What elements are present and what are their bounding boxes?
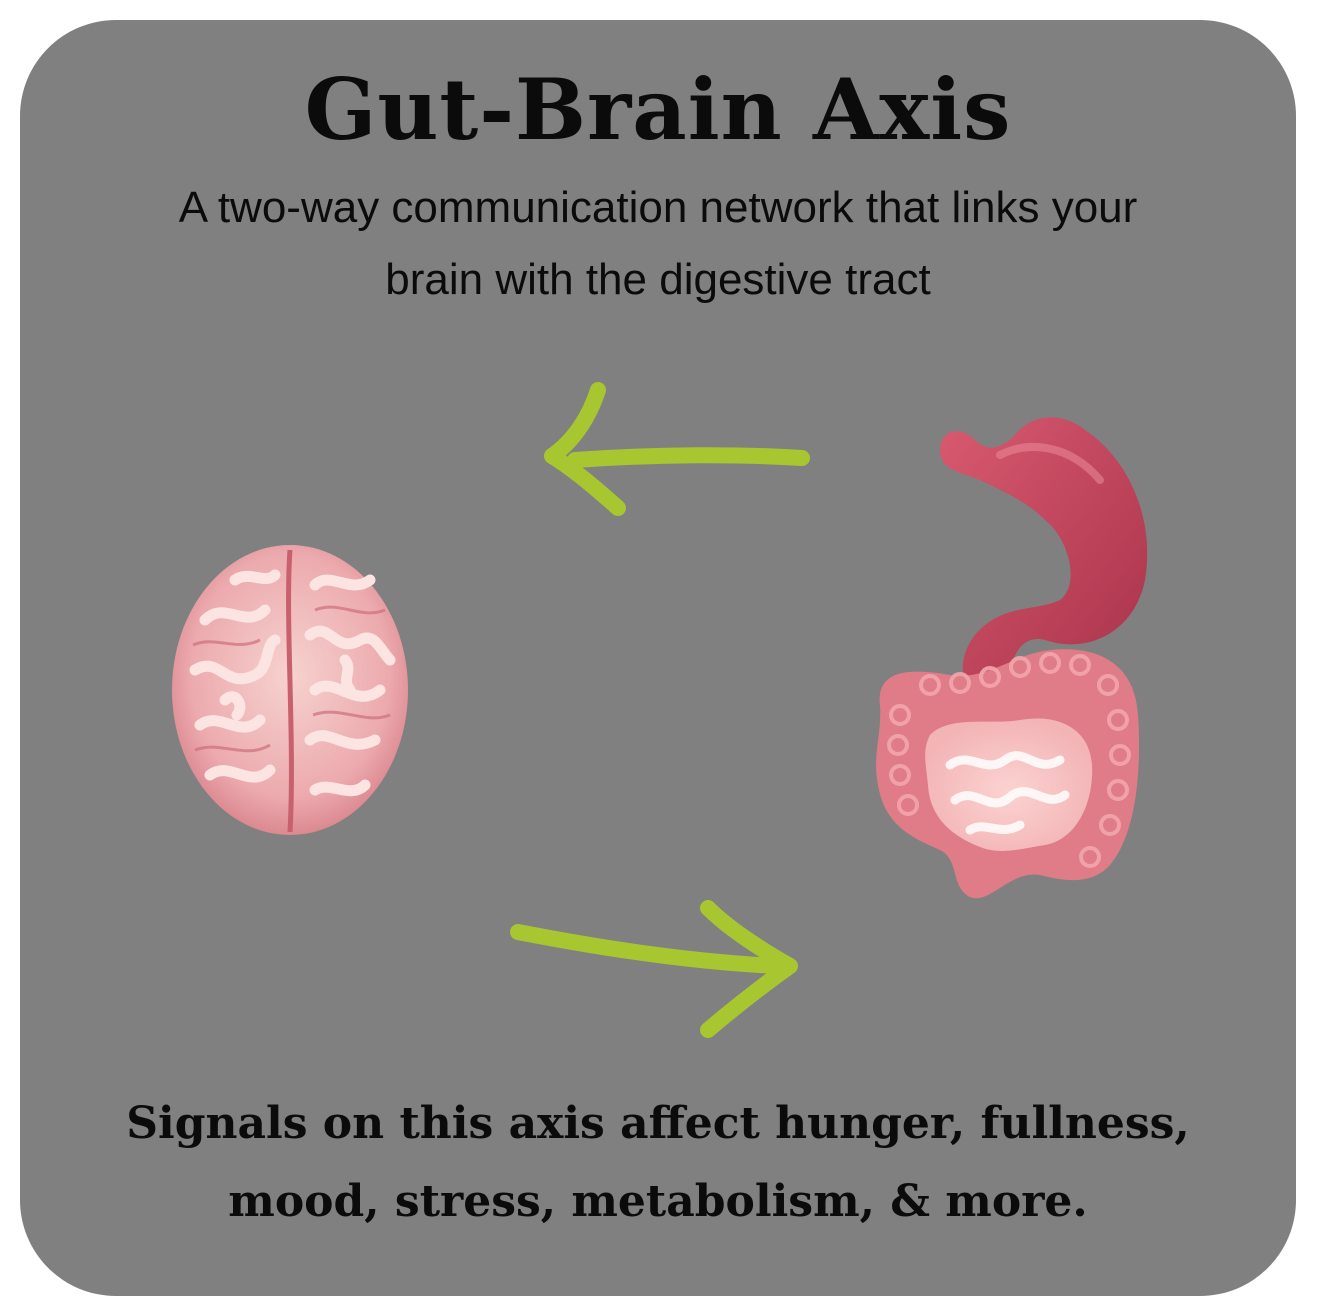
infographic-card: Gut-Brain Axis A two-way communication n… bbox=[20, 20, 1296, 1296]
intestines-icon bbox=[876, 649, 1140, 899]
brain-icon bbox=[172, 545, 408, 835]
arrow-left-icon bbox=[544, 382, 810, 516]
stomach-icon bbox=[940, 417, 1148, 690]
page-title: Gut-Brain Axis bbox=[304, 60, 1012, 159]
arrow-right-icon bbox=[510, 900, 798, 1038]
page-subtitle: A two-way communication network that lin… bbox=[178, 183, 1138, 304]
footer-caption: Signals on this axis affect hunger, full… bbox=[126, 1098, 1190, 1227]
